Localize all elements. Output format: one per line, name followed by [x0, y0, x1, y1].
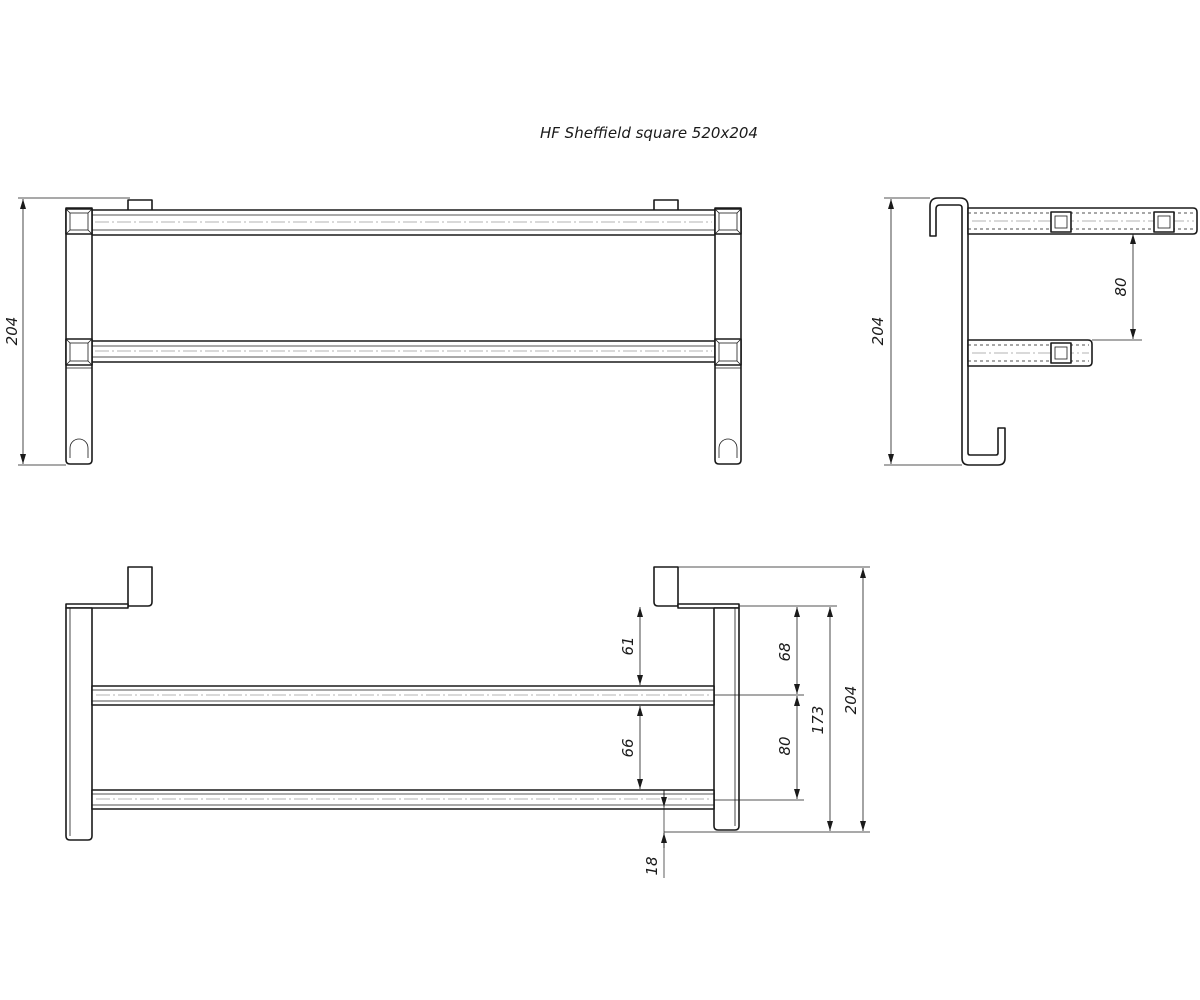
lower-total-dimension: 204 [842, 568, 866, 831]
side-upper-bar [967, 207, 1198, 235]
lower-top-gap-dimension: 61 [619, 607, 643, 685]
lower-bar-spacing-dimension: 80 [776, 696, 800, 799]
lower-bottom-bar [91, 789, 715, 810]
lower-upright-left [65, 607, 93, 841]
side-height-dimension: 204 [869, 197, 962, 466]
front-upright-left [65, 207, 93, 465]
lower-upper-to-top-label: 68 [776, 642, 794, 661]
side-hook [929, 197, 1006, 466]
lower-span-dimension: 173 [809, 607, 833, 831]
lower-bar-gap-label: 66 [619, 738, 637, 757]
front-view: 204 [3, 197, 742, 466]
side-bar-spacing-dimension: 80 [1092, 234, 1142, 341]
side-lower-bar [967, 339, 1093, 367]
lower-upper-bar [91, 685, 715, 706]
front-height-label: 204 [3, 317, 21, 346]
front-upright-right [714, 207, 742, 465]
lower-bottom-offset-dimension: 18 [643, 790, 667, 876]
lower-view: 61 66 68 80 173 204 18 [65, 566, 870, 878]
lower-bottom-offset-label: 18 [643, 856, 661, 875]
lower-top-plate-left [65, 603, 129, 609]
drawing-title: HF Sheffield square 520x204 [540, 124, 758, 142]
side-bar-spacing-label: 80 [1112, 277, 1130, 296]
lower-span-label: 173 [809, 706, 827, 735]
lower-upright-right [713, 607, 740, 831]
lower-top-gap-label: 61 [619, 636, 637, 655]
front-height-dimension: 204 [3, 197, 130, 466]
lower-bar-spacing-label: 80 [776, 736, 794, 755]
front-middle-bar [89, 340, 717, 363]
side-view: 204 80 [869, 197, 1198, 466]
front-top-bar [89, 209, 717, 236]
lower-total-label: 204 [842, 686, 860, 715]
lower-bar-gap-dimension: 66 [619, 706, 643, 789]
side-height-label: 204 [869, 317, 887, 346]
lower-mount-left [127, 566, 153, 607]
lower-upper-to-top-dimension: 68 [776, 607, 800, 694]
lower-mount-right [653, 566, 679, 607]
